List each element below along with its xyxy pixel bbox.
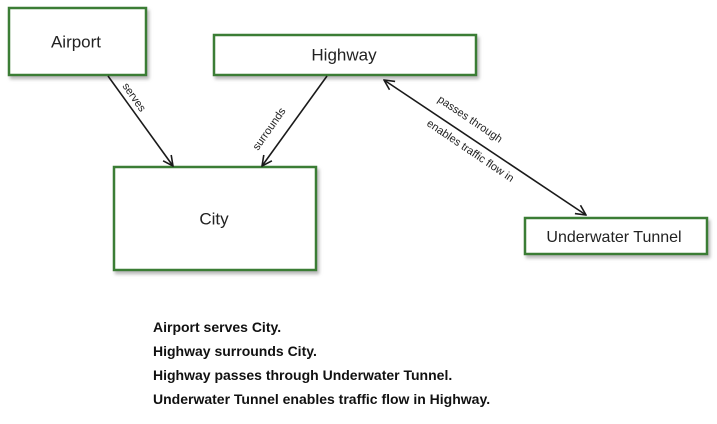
node-highway-label: Highway xyxy=(311,45,377,64)
edge-highway-surrounds-city xyxy=(262,75,328,166)
sentence-2: Highway surrounds City. xyxy=(153,343,317,359)
node-highway-box xyxy=(212,33,478,77)
edge-label-surrounds: surrounds xyxy=(251,105,289,152)
node-underwater-tunnel: Underwater Tunnel xyxy=(523,216,709,256)
sentence-3: Highway passes through Underwater Tunnel… xyxy=(153,367,453,383)
node-underwater-tunnel-box xyxy=(523,216,709,256)
sentence-4: Underwater Tunnel enables traffic flow i… xyxy=(153,391,491,407)
node-airport-label: Airport xyxy=(51,32,101,51)
relationship-sentences: Airport serves City. Highway surrounds C… xyxy=(153,318,490,414)
sentence-1: Airport serves City. xyxy=(153,319,282,335)
node-airport-box xyxy=(7,6,148,77)
node-city: City xyxy=(112,165,318,272)
node-airport: Airport xyxy=(7,6,148,77)
node-highway: Highway xyxy=(212,33,478,77)
node-city-box xyxy=(112,165,318,272)
node-city-label: City xyxy=(199,209,229,228)
edge-label-enables-traffic-flow-in: enables traffic flow in xyxy=(424,118,516,185)
node-underwater-tunnel-label: Underwater Tunnel xyxy=(546,229,681,246)
edge-highway-tunnel xyxy=(384,80,586,215)
edge-airport-serves-city xyxy=(107,75,173,166)
